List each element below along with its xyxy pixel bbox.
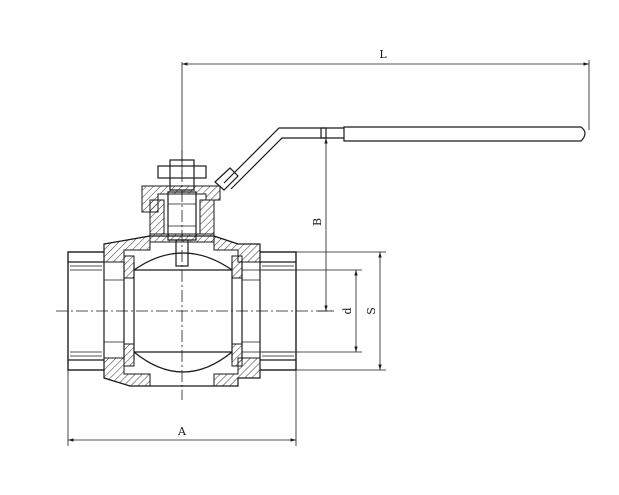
dimension-B: B — [311, 138, 334, 312]
dimension-S-label: S — [365, 307, 378, 315]
handle-lever — [223, 126, 586, 190]
dimension-d: d — [242, 269, 362, 353]
dimension-L: L — [181, 48, 590, 175]
dimension-d-label: d — [341, 307, 354, 314]
dimension-B-label: B — [311, 218, 324, 226]
dimension-A: A — [67, 370, 297, 446]
dimension-L-label: L — [379, 48, 387, 61]
dimension-S: S — [296, 251, 386, 371]
center-lines — [56, 150, 332, 400]
dimension-A-label: A — [177, 425, 187, 438]
